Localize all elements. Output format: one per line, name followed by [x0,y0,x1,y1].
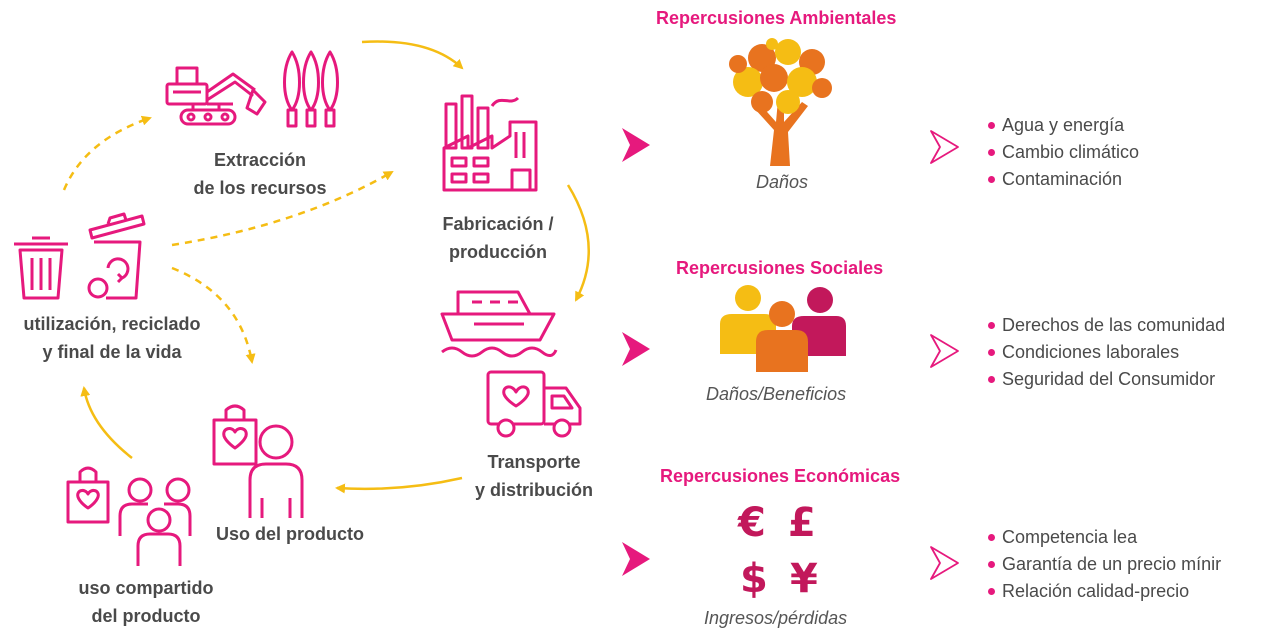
social-caption: Daños/Beneficios [706,384,847,404]
list-item: Contaminación [986,166,1139,193]
transport-label: Transporte y distribución [464,448,604,504]
arrow-extraction-to-manufacturing [361,40,464,70]
social-heading: Repercusiones Sociales [676,258,884,278]
extraction-label-line-2: de los recursos [193,178,327,198]
list-item: Competencia lea [986,524,1221,551]
pink-chevron-icon [622,542,650,576]
arrow-endoflife-to-manufacturing [171,170,394,247]
list-item: Garantía de un precio mínir [986,551,1221,578]
transport-label-line-1: Transporte [487,452,581,472]
truck-icon [486,370,582,438]
list-item: Relación calidad-precio [986,578,1221,605]
bag-group-icon [66,466,192,566]
excavator-icon [165,66,267,126]
trash-can-icon [14,236,68,300]
outline-chevron-icon [930,546,959,580]
trees-icon [283,50,339,128]
extraction-label-line-1: Extracción [213,150,307,170]
manufacturing-label: Fabricación / producción [428,210,568,266]
transport-label-line-2: y distribución [474,480,593,500]
yen-symbol: ¥ [790,556,818,602]
environmental-heading: Repercusiones Ambientales [656,8,897,28]
economic-list: Competencia lea Garantía de un precio mí… [986,524,1221,605]
shared-use-label: uso compartido del producto [66,574,226,630]
people-icon [720,285,846,372]
dollar-symbol: $ [740,556,768,602]
list-item: Condiciones laborales [986,339,1225,366]
bag-person-icon [212,404,304,518]
environmental-caption: Daños [756,172,809,192]
manufacturing-label-line-2: producción [449,242,547,262]
outline-chevron-icon [930,130,959,164]
tree-icon [729,38,832,166]
use-label: Uso del producto [216,524,364,544]
pink-chevron-icon [622,128,650,162]
shared-use-label-line-2: del producto [91,606,201,626]
arrow-shared-to-endoflife [80,386,133,459]
arrow-endoflife-to-use [171,266,256,364]
end-of-life-label: utilización, reciclado y final de la vid… [6,310,218,366]
shared-use-label-line-1: uso compartido [78,578,214,598]
ship-icon [440,290,558,358]
pound-symbol: £ [788,500,816,546]
economic-caption: Ingresos/pérdidas [704,608,848,628]
list-item: Cambio climático [986,139,1139,166]
economic-heading: Repercusiones Económicas [660,466,901,486]
arrow-endoflife-to-extraction [62,115,152,191]
environmental-list: Agua y energía Cambio climático Contamin… [986,112,1139,193]
euro-symbol: € [738,500,766,546]
list-item: Seguridad del Consumidor [986,366,1225,393]
arrow-manufacturing-to-transport [566,184,590,302]
factory-icon [442,94,538,192]
manufacturing-label-line-1: Fabricación / [442,214,554,234]
outline-chevron-icon [930,334,959,368]
end-of-life-label-line-2: y final de la vida [42,342,182,362]
recycle-bin-icon [87,212,146,300]
list-item: Agua y energía [986,112,1139,139]
arrow-transport-to-use [335,476,463,494]
list-item: Derechos de las comunidad [986,312,1225,339]
social-list: Derechos de las comunidad Condiciones la… [986,312,1225,393]
pink-chevron-icon [622,332,650,366]
end-of-life-label-line-1: utilización, reciclado [23,314,201,334]
extraction-label: Extracción de los recursos [190,146,330,202]
